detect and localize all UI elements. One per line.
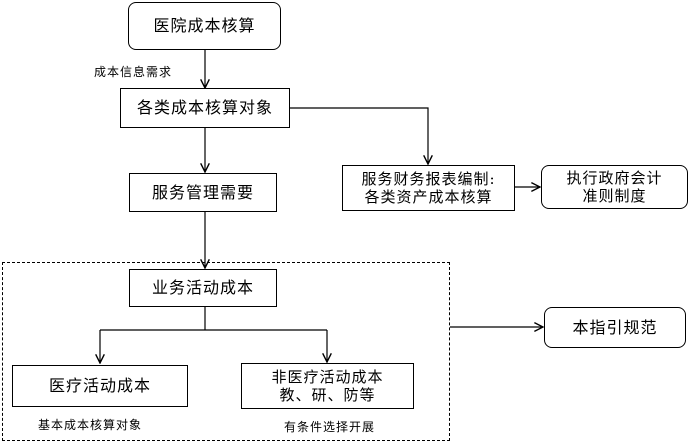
business-activity-cost-text: 业务活动成本 [151, 278, 254, 297]
financial-report-text-line2: 各类资产成本核算 [364, 188, 493, 206]
basic-cost-objects-label: 基本成本核算对象 [38, 418, 143, 432]
conditional-label: 有条件选择开展 [284, 420, 376, 434]
medical-activity-cost-text: 医疗活动成本 [48, 376, 151, 395]
cost-accounting-objects-node: 各类成本核算对象 [120, 88, 290, 128]
arrow-objects-to-report [290, 107, 428, 164]
hospital-cost-accounting-node: 医院成本核算 [128, 2, 281, 50]
financial-report-text-line1: 服务财务报表编制: [361, 170, 496, 188]
service-management-needs-text: 服务管理需要 [151, 182, 254, 202]
guideline-scope-node: 本指引规范 [544, 307, 686, 348]
gov-accounting-text-line2: 准则制度 [582, 187, 647, 205]
non-medical-activity-cost-text-line1: 非医疗活动成本 [271, 368, 384, 386]
gov-accounting-node: 执行政府会计 准则制度 [541, 165, 688, 209]
service-management-needs-node: 服务管理需要 [129, 173, 277, 212]
cost-accounting-objects-text: 各类成本核算对象 [136, 98, 273, 117]
medical-activity-cost-node: 医疗活动成本 [12, 365, 188, 407]
gov-accounting-text-line1: 执行政府会计 [566, 169, 663, 187]
non-medical-activity-cost-node: 非医疗活动成本 教、研、防等 [241, 363, 414, 409]
hospital-cost-accounting-text: 医院成本核算 [153, 16, 256, 35]
cost-info-needs-label: 成本信息需求 [94, 65, 173, 79]
non-medical-activity-cost-text-line2: 教、研、防等 [279, 386, 376, 404]
business-activity-cost-node: 业务活动成本 [129, 269, 277, 307]
financial-report-node: 服务财务报表编制: 各类资产成本核算 [342, 165, 515, 211]
guideline-scope-text: 本指引规范 [572, 317, 658, 337]
business-activity-group [2, 262, 450, 441]
